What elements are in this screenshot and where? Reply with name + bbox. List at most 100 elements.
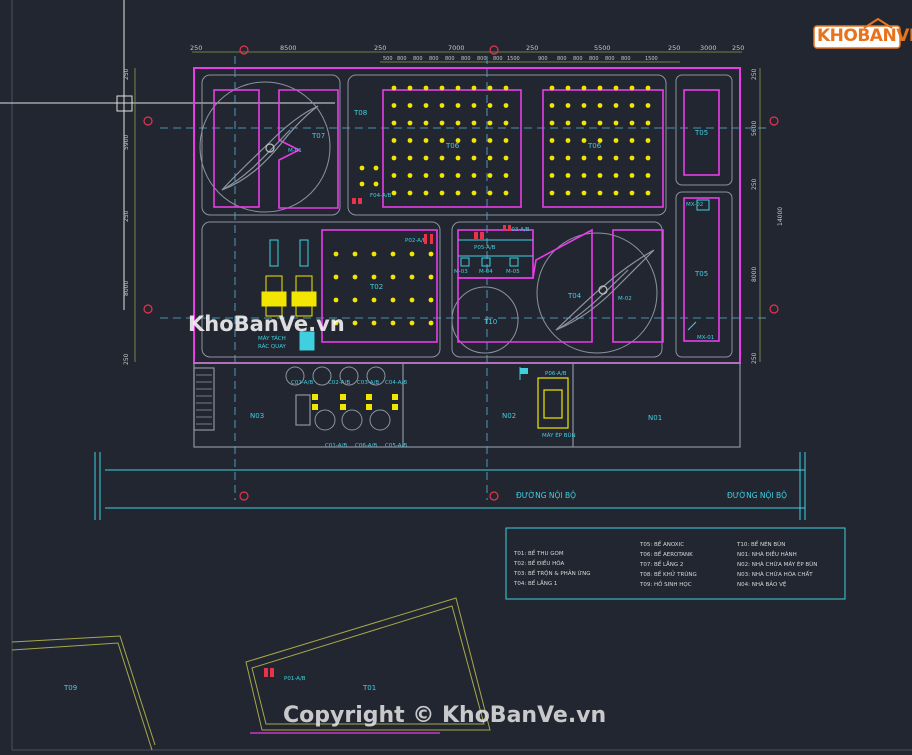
diffuser-dot [428,320,434,326]
diffuser-dot [487,138,493,143]
diffuser-dot [581,155,587,161]
diffuser-dot [471,155,477,161]
dim-sub-1: 800 [397,56,407,62]
equipment-labels: M-01 M-02 M-03 M-04 M-05 MX-02 MX-01 F04… [258,148,714,682]
legend-col-2: T05: BỂ ANOXIC T06: BỂ AEROTANK T07: BỂ … [639,540,697,588]
diffuser-dot [373,165,379,171]
label-co1: C01-A/B [325,443,347,449]
mixer-m02-icon [555,249,655,331]
legend-item: T08: BỂ KHỬ TRÙNG [639,570,697,578]
dim-sub-5: 800 [461,56,471,62]
diffuser-dot [423,173,429,178]
internal-road [94,452,806,520]
dim-sub-8: 1500 [507,56,520,62]
diffuser-dot [503,173,509,178]
diffuser-dot [439,173,445,178]
diffuser-dot [549,138,555,143]
diffuser-dot [549,103,555,108]
legend-col-3: T10: BỂ NÉN BÙN N01: NHÀ ĐIỀU HÀNH N02: … [736,540,817,588]
logo [812,17,904,54]
mixer-m01-icon [221,105,319,191]
diffuser-dot [503,103,509,108]
lower-buildings [193,362,741,448]
diffuser-dot [613,120,619,126]
tank-t06-a [382,89,522,208]
diffuser-dot [391,138,397,143]
diffuser-dot [503,85,509,91]
diffuser-dot [645,103,651,108]
diffuser-dot [565,190,571,196]
diffuser-dot [597,85,603,91]
diffuser-dot [487,85,493,91]
diffuser-dot [471,173,477,178]
legend-item: N02: NHÀ CHỨA MÁY ÉP BÙN [737,560,817,568]
dim-right-0: 250 [751,68,758,80]
diffuser-dot [391,103,397,108]
legend-item: T06: BỂ AEROTANK [639,550,693,558]
diffuser-dot [391,173,397,178]
label-t06a: T06 [445,142,460,150]
room-labels: N03 N02 N01 [250,412,662,422]
road-labels: ĐƯỜNG NỘI BỘ ĐƯỜNG NỘI BỘ [516,491,787,500]
diffuser-dot [439,120,445,126]
diffuser-dot [407,155,413,161]
diffuser-dot [471,138,477,143]
diffuser-dot [407,120,413,126]
label-sep2: RÁC QUAY [258,343,287,350]
dosing-pumps [312,394,398,410]
diffuser-dot [428,251,434,257]
diffuser-dot [613,173,619,178]
label-sep1: MÁY TÁCH [258,335,286,342]
dim-left-2: 250 [123,210,130,222]
inner-walls [199,74,733,358]
dim-sub-7: 800 [493,56,503,62]
diffuser-dot [597,155,603,161]
diffuser-dot [439,85,445,91]
watermark-bottom: Copyright © KhoBanVe.vn [283,703,607,728]
diffuser-dot [629,155,635,161]
pump-symbols [264,198,511,677]
diffuser-dot [373,181,379,187]
diffuser-dot [439,190,445,196]
diffuser-dot [423,120,429,126]
label-t01: T01 [362,684,376,692]
dim-sub-11: 800 [573,56,583,62]
dim-top-4: 250 [526,44,538,52]
label-c01: C01-A/B [291,380,313,386]
dim-top-7: 3000 [700,44,717,52]
diffuser-dot [597,173,603,178]
diffuser-dot [645,120,651,126]
diffuser-dot [428,297,434,303]
chemical-tanks [285,366,391,431]
legend-item: T03: BỂ TRỘN & PHẢN ỨNG [513,569,591,577]
diffuser-dot [565,155,571,161]
diffuser-dot [597,120,603,126]
legend-box [505,527,846,600]
diffuser-dot [613,155,619,161]
label-mx01: MX-01 [697,335,714,341]
diffuser-dot [503,190,509,196]
diffuser-dot [565,103,571,108]
diffuser-dot [487,190,493,196]
diffuser-dot [439,103,445,108]
dim-right-3: 14000 [777,207,784,226]
diffuser-dot [455,138,461,143]
label-p03: P03-A/B [508,227,530,233]
drum-screen-separators [261,239,317,317]
label-t04: T04 [567,292,582,300]
dim-right-2: 250 [751,178,758,190]
legend-item: T02: BỂ ĐIỀU HÒA [513,559,564,567]
diffuser-dot [471,190,477,196]
legend-item: T10: BỂ NÉN BÙN [736,540,785,548]
biological-pond-outline [11,635,156,751]
diffuser-dot [352,320,358,326]
label-press: MÁY ÉP BÙN [542,431,576,439]
dim-sub-0: 500 [383,56,393,62]
sludge-press-icon [520,368,569,429]
diffuser-dot [428,274,434,280]
tank-t06-b [542,89,664,208]
dim-top-3: 7000 [448,44,465,52]
tank-outlines [213,89,720,343]
diffuser-dot [597,138,603,143]
label-co5: C05-A/B [385,443,407,449]
